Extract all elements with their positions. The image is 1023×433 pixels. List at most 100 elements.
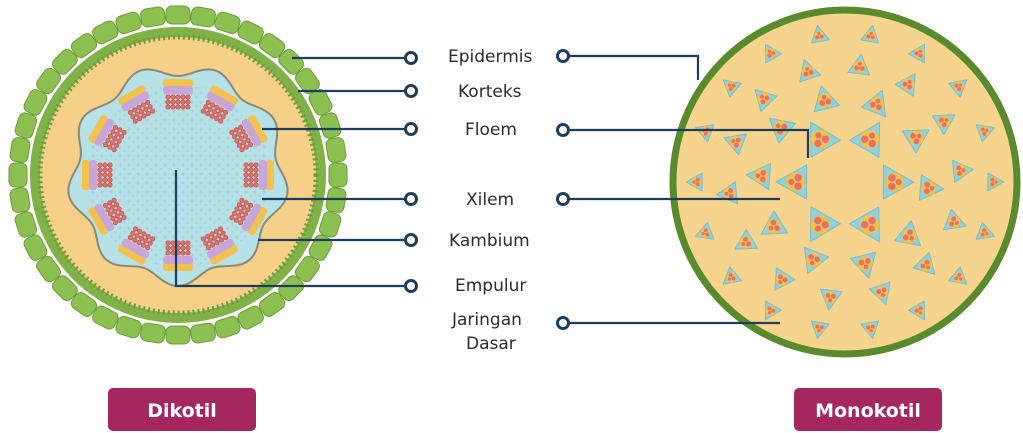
epidermis-cell — [23, 89, 48, 116]
xylem-cell — [214, 104, 220, 110]
xylem-vessel — [902, 81, 908, 87]
xylem-vessel — [961, 168, 966, 173]
xylem-cell — [145, 233, 151, 239]
vascular-bundle — [775, 164, 808, 200]
xylem-cell — [107, 133, 113, 139]
xylem-vessel — [994, 180, 998, 184]
xylem-vessel — [924, 181, 931, 188]
xylem-cell — [210, 102, 216, 108]
xylem-cell — [127, 235, 133, 241]
vascular-bundle — [722, 79, 742, 98]
vascular-bundle — [88, 115, 127, 153]
xylem-cell — [223, 235, 229, 241]
vascular-bundle — [200, 226, 238, 265]
vascular-bundle — [893, 220, 922, 247]
vascular-bundle — [849, 251, 877, 279]
xylem-vessel — [803, 71, 809, 77]
phloem — [94, 203, 115, 232]
vascular-bundle — [810, 24, 830, 44]
bundle-cap — [163, 79, 193, 87]
xylem-vessel — [956, 171, 962, 176]
epidermis-cell — [36, 67, 62, 95]
dot-epidermis-right — [556, 49, 570, 63]
xylem-vessel — [733, 142, 739, 148]
dot-empulur — [404, 279, 418, 293]
xylem-vessel — [821, 220, 829, 229]
xylem-vessel — [767, 49, 772, 53]
xylem-vessel — [814, 139, 822, 148]
dot-kambium — [404, 233, 418, 247]
xylem-vessel — [815, 35, 820, 40]
xylem-cell — [211, 235, 217, 241]
xylem-vessel — [817, 31, 821, 36]
xylem-cell — [136, 240, 142, 246]
badge-monokotil: Monokotil — [794, 388, 942, 431]
xylem-vessel — [771, 308, 776, 313]
xylem-cell — [170, 245, 176, 251]
xylem-cell — [165, 250, 171, 256]
vascular-bundle — [685, 172, 703, 192]
phloem — [206, 238, 235, 259]
xylem-vessel — [701, 231, 705, 236]
label-korteks: Korteks — [458, 82, 522, 102]
xylem-vessel — [825, 98, 832, 105]
bundle-cap — [82, 160, 90, 190]
xylem-vessel — [767, 53, 772, 58]
dot-xilem-right — [556, 192, 570, 206]
xylem-cell — [209, 231, 215, 237]
xylem-cell — [165, 104, 171, 110]
xylem-cell — [185, 240, 191, 246]
vascular-bundle — [931, 114, 956, 136]
phloem — [206, 91, 235, 112]
dicot-epidermis — [8, 5, 348, 345]
xylem-vessel — [923, 188, 930, 195]
xylem-vessel — [875, 98, 881, 104]
xylem-cell — [121, 129, 127, 135]
xylem-cell — [170, 94, 176, 100]
xylem-vessel — [918, 49, 923, 53]
xylem-cell — [114, 213, 120, 219]
vascular-bundle — [243, 160, 274, 190]
xylem-cell — [253, 167, 259, 173]
xylem-vessel — [866, 34, 871, 39]
xylem-cell — [180, 99, 186, 105]
xylem-vessel — [815, 324, 820, 329]
epidermis-cell — [8, 162, 28, 188]
xylem-cell — [175, 104, 181, 110]
xylem-vessel — [951, 216, 957, 222]
xylem-cell — [185, 104, 191, 110]
xylem-cell — [218, 118, 224, 124]
monocot-cross-section — [669, 6, 1021, 358]
xylem-cell — [112, 220, 118, 226]
xylem-cell — [107, 200, 113, 206]
xylem-cell — [97, 182, 103, 188]
xylem-vessel — [868, 132, 876, 139]
vascular-bundle — [803, 246, 830, 275]
xylem-vessel — [808, 254, 814, 260]
epidermis-cell — [318, 211, 342, 238]
xylem-cell — [243, 144, 249, 150]
xylem-cell — [248, 167, 254, 173]
vascular-bundle — [809, 206, 841, 243]
xylem-cell — [165, 94, 171, 100]
xylem-cell — [253, 182, 259, 188]
xylem-vessel — [731, 83, 736, 88]
xylem-cell — [220, 230, 226, 236]
phloem — [163, 86, 193, 94]
xylem-cell — [243, 200, 249, 206]
vascular-bundle — [987, 172, 1005, 192]
xylem-cell — [134, 233, 140, 239]
xylem-cell — [203, 240, 209, 246]
epidermis-cell — [258, 33, 286, 59]
vascular-bundle — [810, 320, 830, 340]
xylem-cell — [107, 177, 113, 183]
epidermis-cell — [294, 255, 320, 283]
label-kambium: Kambium — [449, 231, 530, 251]
xylem-vessel — [743, 236, 749, 242]
badge-dikotil: Dikotil — [108, 388, 256, 431]
vascular-bundle — [760, 210, 789, 235]
xylem-cell — [102, 167, 108, 173]
xylem-vessel — [949, 221, 955, 227]
xylem-vessel — [759, 94, 764, 99]
xylem-cell — [205, 245, 211, 251]
